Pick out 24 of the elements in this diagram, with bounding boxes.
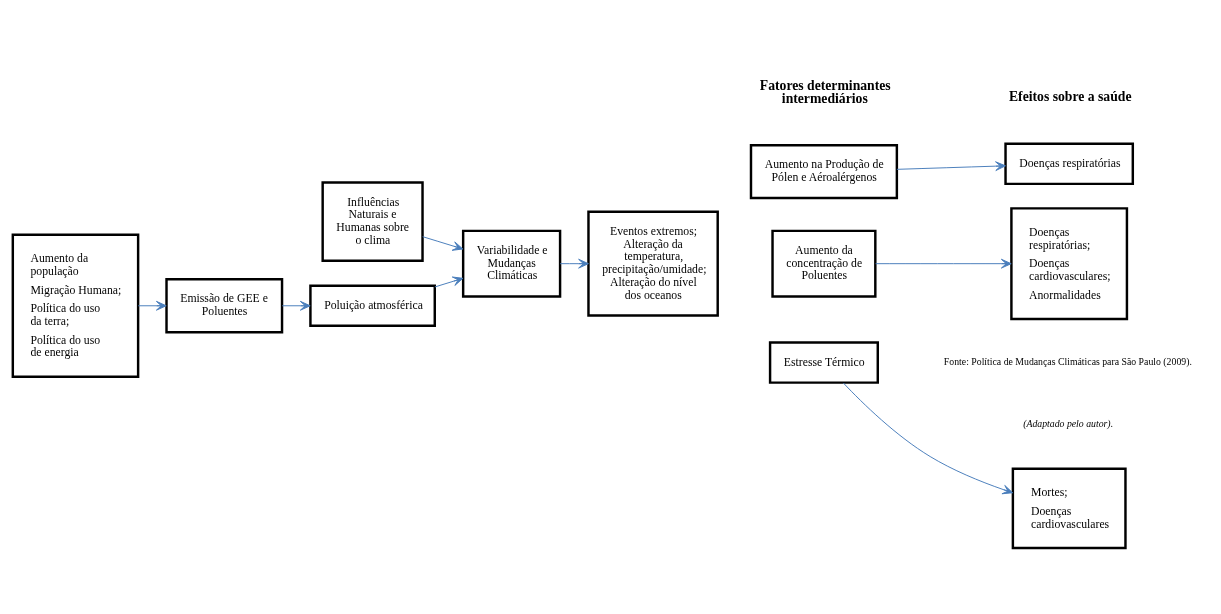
arrow [434,276,464,288]
node-box: Influências Naturais e Humanas sobre o clima [321,181,424,262]
node-box: Doenças respiratórias; Doenças cardiovasculares; Anormalidades [1010,207,1129,321]
node-box: Doenças respiratórias [1004,142,1135,186]
node-box: Eventos extremos; Alteração da temperatura, precipitação/umidade; Alteração do nível dos oceanos [587,210,719,317]
arrow [896,161,1006,172]
node-box: Aumento da concentração de Poluentes [771,229,877,298]
node-box: Aumento da população Migração Humana; Política do uso da terra; Política do uso de energia [11,233,140,378]
node-box: Estresse Térmico [768,341,879,384]
arrow [559,258,589,269]
node-box: Variabilidade e Mudanças Climáticas [461,229,562,298]
node-box: Aumento na Produção de Pólen e Aéroalérgenos [749,144,899,200]
node-box: Emissão de GEE e Poluentes [165,278,284,334]
arrow [842,382,1014,495]
arrow [281,300,311,311]
label: (Adaptado pelo autor). [1023,417,1114,429]
label: Fatores determinantes intermediários [759,77,891,107]
arrow [422,236,464,251]
node-box: Poluição atmosférica [309,284,436,328]
node-box: Mortes; Doenças cardiovasculares [1011,467,1127,550]
arrow [137,300,167,311]
label: Fonte: Política de Mudanças Climáticas para São Paulo (2009). [943,356,1192,368]
arrow [875,258,1012,269]
label: Efeitos sobre a saúde [1008,88,1132,104]
